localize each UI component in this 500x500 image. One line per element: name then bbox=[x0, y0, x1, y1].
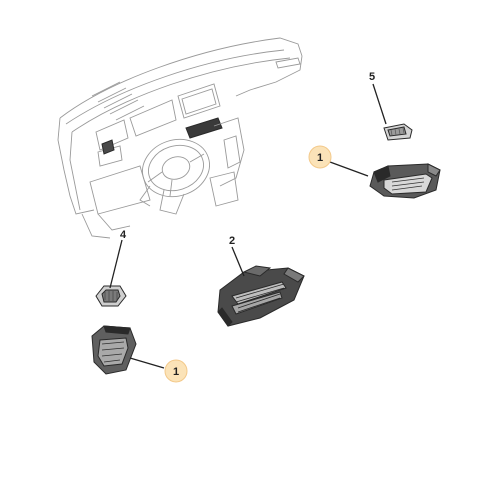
callout-badge bbox=[164, 359, 188, 383]
callout-label-4: 4 bbox=[120, 229, 127, 241]
callout-1-top: 1 bbox=[308, 145, 332, 169]
leader-line-2 bbox=[231, 246, 245, 277]
part-1-bottom-vent bbox=[91, 325, 137, 375]
part-4-vent bbox=[95, 285, 127, 307]
leader-line-1-top bbox=[329, 161, 369, 177]
part-1-top-vent bbox=[369, 163, 441, 199]
leader-line-5 bbox=[372, 83, 387, 125]
callout-label-2: 2 bbox=[229, 235, 235, 247]
callout-label-5: 5 bbox=[369, 71, 375, 83]
callout-badge bbox=[308, 145, 332, 169]
part-5-vent bbox=[383, 123, 413, 141]
callout-label-1-top: 1 bbox=[317, 152, 323, 164]
leader-lines bbox=[109, 83, 387, 369]
leader-line-4 bbox=[109, 239, 123, 289]
leader-line-1-bottom bbox=[129, 357, 165, 369]
part-2-center-vent bbox=[217, 265, 305, 327]
dashboard-outline bbox=[57, 37, 303, 239]
callout-1-bottom: 1 bbox=[164, 359, 188, 383]
callout-label-1-bottom: 1 bbox=[173, 366, 179, 378]
